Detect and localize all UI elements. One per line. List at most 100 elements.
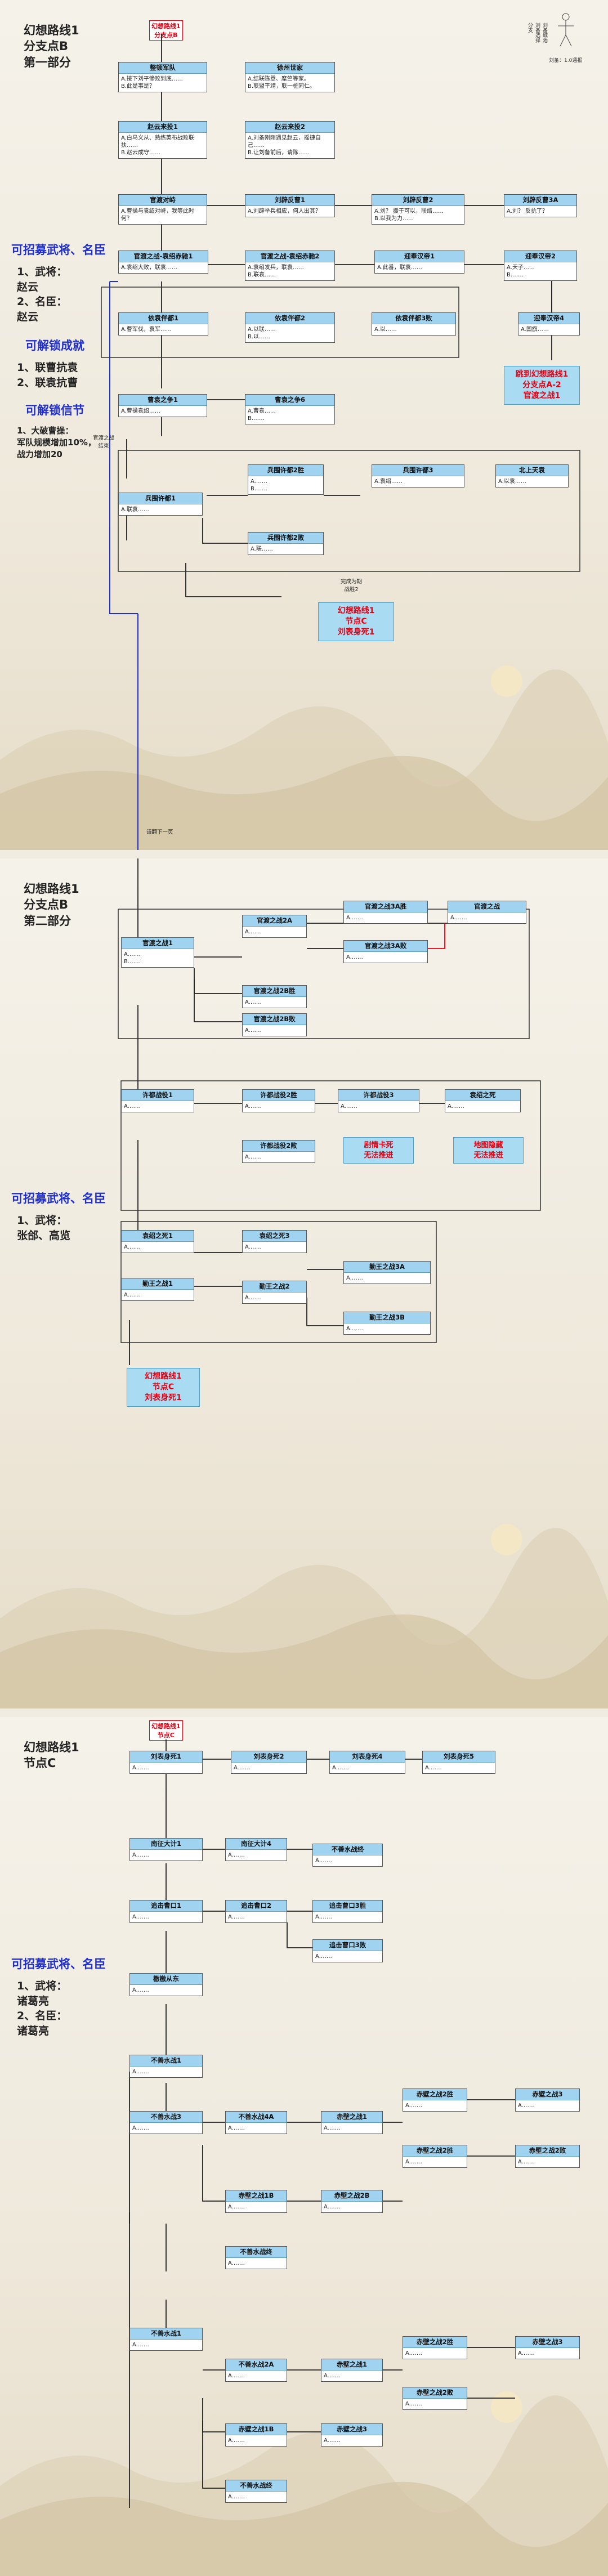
result-node-c[interactable]: 幻想路线1 节点C 刘表身死1	[127, 1368, 200, 1407]
tag-hidden-map: 地图隐藏 无法推进	[453, 1137, 524, 1164]
side-unlock-trait-title: 可解锁信节	[25, 404, 84, 417]
side-recruit-title: 可招募武将、名臣	[11, 1957, 106, 1971]
side-recruit-body: 1、武将： 诸葛亮 2、名臣： 诸葛亮	[17, 1980, 68, 2037]
page-title: 幻想路线1 节点C	[24, 1741, 79, 1770]
legend-text: 刘备城池 刘备选择 分支	[527, 23, 547, 43]
connector-lines-part3	[129, 1739, 515, 2508]
result-node-c[interactable]: 幻想路线1 节点C 刘表身死1	[318, 602, 394, 641]
side-recruit-title: 可招募武将、名臣	[11, 243, 106, 257]
legend-caption: 刘备：1.0通报	[549, 58, 583, 64]
side-unlock-achievement-body: 1、联曹抗袁 2、联袁抗曹	[17, 361, 78, 389]
side-recruit-body: 1、武将： 赵云 2、名臣： 赵云	[17, 266, 68, 323]
side-recruit-title: 可招募武将、名臣	[11, 1192, 106, 1205]
connector-lines-part2	[118, 858, 541, 1365]
label-完成为期战胜: 完成为期 战胜2	[341, 579, 363, 593]
label-next-page: 请翻下一页	[146, 829, 173, 835]
start-tag: 幻想路线1 分支点B	[149, 20, 183, 41]
side-unlock-achievement-title: 可解锁成就	[25, 339, 84, 352]
legend-figure-icon	[555, 11, 577, 53]
mountain-background	[0, 1524, 608, 1709]
panel-part3: 幻想路线1 节点C 幻想路线1 节点C	[0, 1717, 608, 2576]
mountain-background	[0, 2391, 608, 2576]
page-title: 幻想路线1 分支点B 第一部分	[24, 24, 79, 69]
side-recruit-body: 1、武将： 张郃、高览	[17, 1214, 71, 1242]
result-jump-a2[interactable]: 跳到幻想路线1 分支点A-2 官渡之战1	[504, 366, 580, 405]
